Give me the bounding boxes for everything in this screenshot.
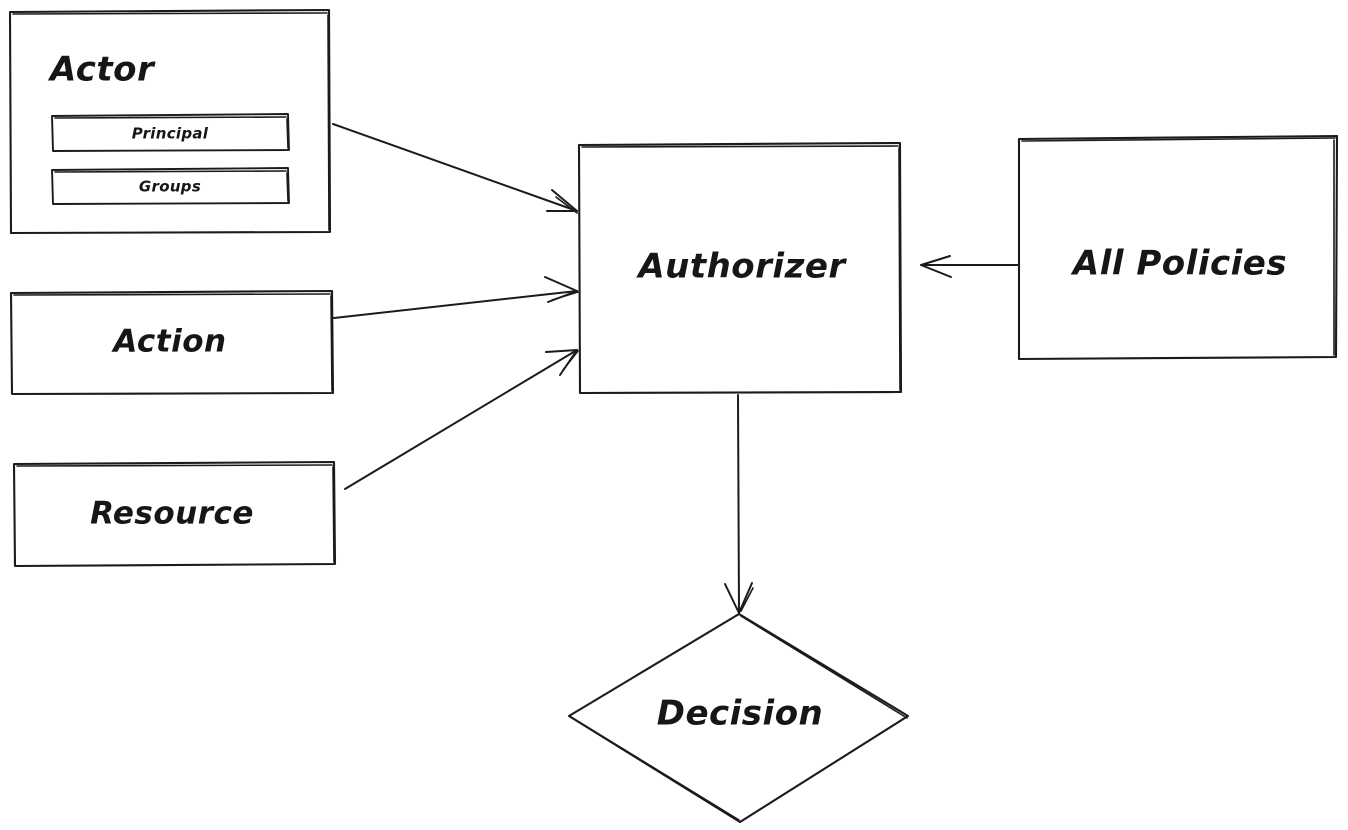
edge-authorizer-to-decision[interactable]	[724, 394, 754, 614]
edge-action-arrowhead-sketch	[551, 291, 579, 301]
edge-action-line	[333, 290, 578, 319]
actor-label: Actor	[47, 50, 156, 90]
action-box-outline	[9, 289, 335, 396]
node-authorizer[interactable]: Authorizer	[577, 141, 903, 395]
groups-box-sketch-overlay	[54, 170, 289, 202]
edge-all-policies-to-authorizer[interactable]	[920, 255, 1019, 278]
principal-label: Principal	[132, 125, 209, 143]
edge-resource-to-authorizer[interactable]	[344, 349, 579, 490]
node-all-policies[interactable]: All Policies	[1017, 134, 1339, 361]
edge-all-policies-arrowhead-icon	[920, 255, 952, 278]
node-actor-principal[interactable]: Principal	[51, 113, 290, 152]
node-actor[interactable]: Actor Principal Groups	[8, 8, 332, 235]
principal-box-outline	[51, 113, 290, 152]
edge-actor-to-authorizer[interactable]	[332, 123, 578, 214]
resource-box-outline	[12, 460, 337, 568]
edge-resource-arrowhead-sketch	[562, 350, 579, 371]
edge-decision-arrowhead-sketch	[740, 587, 754, 612]
groups-box-outline	[51, 167, 290, 205]
edge-decision-arrowhead-icon	[724, 582, 753, 614]
authorizer-box-outline	[577, 141, 903, 395]
edge-action-arrowhead-icon	[544, 276, 578, 303]
edge-decision-line	[737, 394, 740, 614]
authorizer-label: Authorizer	[635, 247, 847, 287]
node-action[interactable]: Action	[9, 289, 335, 396]
node-actor-groups[interactable]: Groups	[51, 167, 290, 205]
action-box-sketch-overlay	[13, 293, 333, 392]
all-policies-box-outline	[1017, 134, 1339, 361]
edge-resource-line	[344, 349, 578, 490]
actor-box-sketch-overlay	[12, 12, 330, 231]
edge-actor-arrowhead-icon	[546, 189, 578, 212]
edge-actor-arrowhead-sketch	[555, 196, 578, 214]
edge-action-to-authorizer[interactable]	[333, 276, 579, 319]
edge-actor-line	[332, 123, 578, 212]
decision-diamond-sketch-overlay	[570, 615, 908, 821]
all-policies-label: All Policies	[1070, 244, 1287, 284]
resource-label: Resource	[90, 496, 254, 532]
groups-label: Groups	[139, 178, 201, 196]
resource-box-sketch-overlay	[16, 464, 335, 563]
node-resource[interactable]: Resource	[12, 460, 337, 568]
principal-box-sketch-overlay	[54, 116, 289, 149]
decision-label: Decision	[657, 694, 824, 734]
all-policies-box-sketch-overlay	[1021, 137, 1336, 356]
action-label: Action	[110, 324, 226, 360]
authorizer-box-sketch-overlay	[581, 145, 901, 391]
node-decision[interactable]: Decision	[567, 612, 910, 824]
